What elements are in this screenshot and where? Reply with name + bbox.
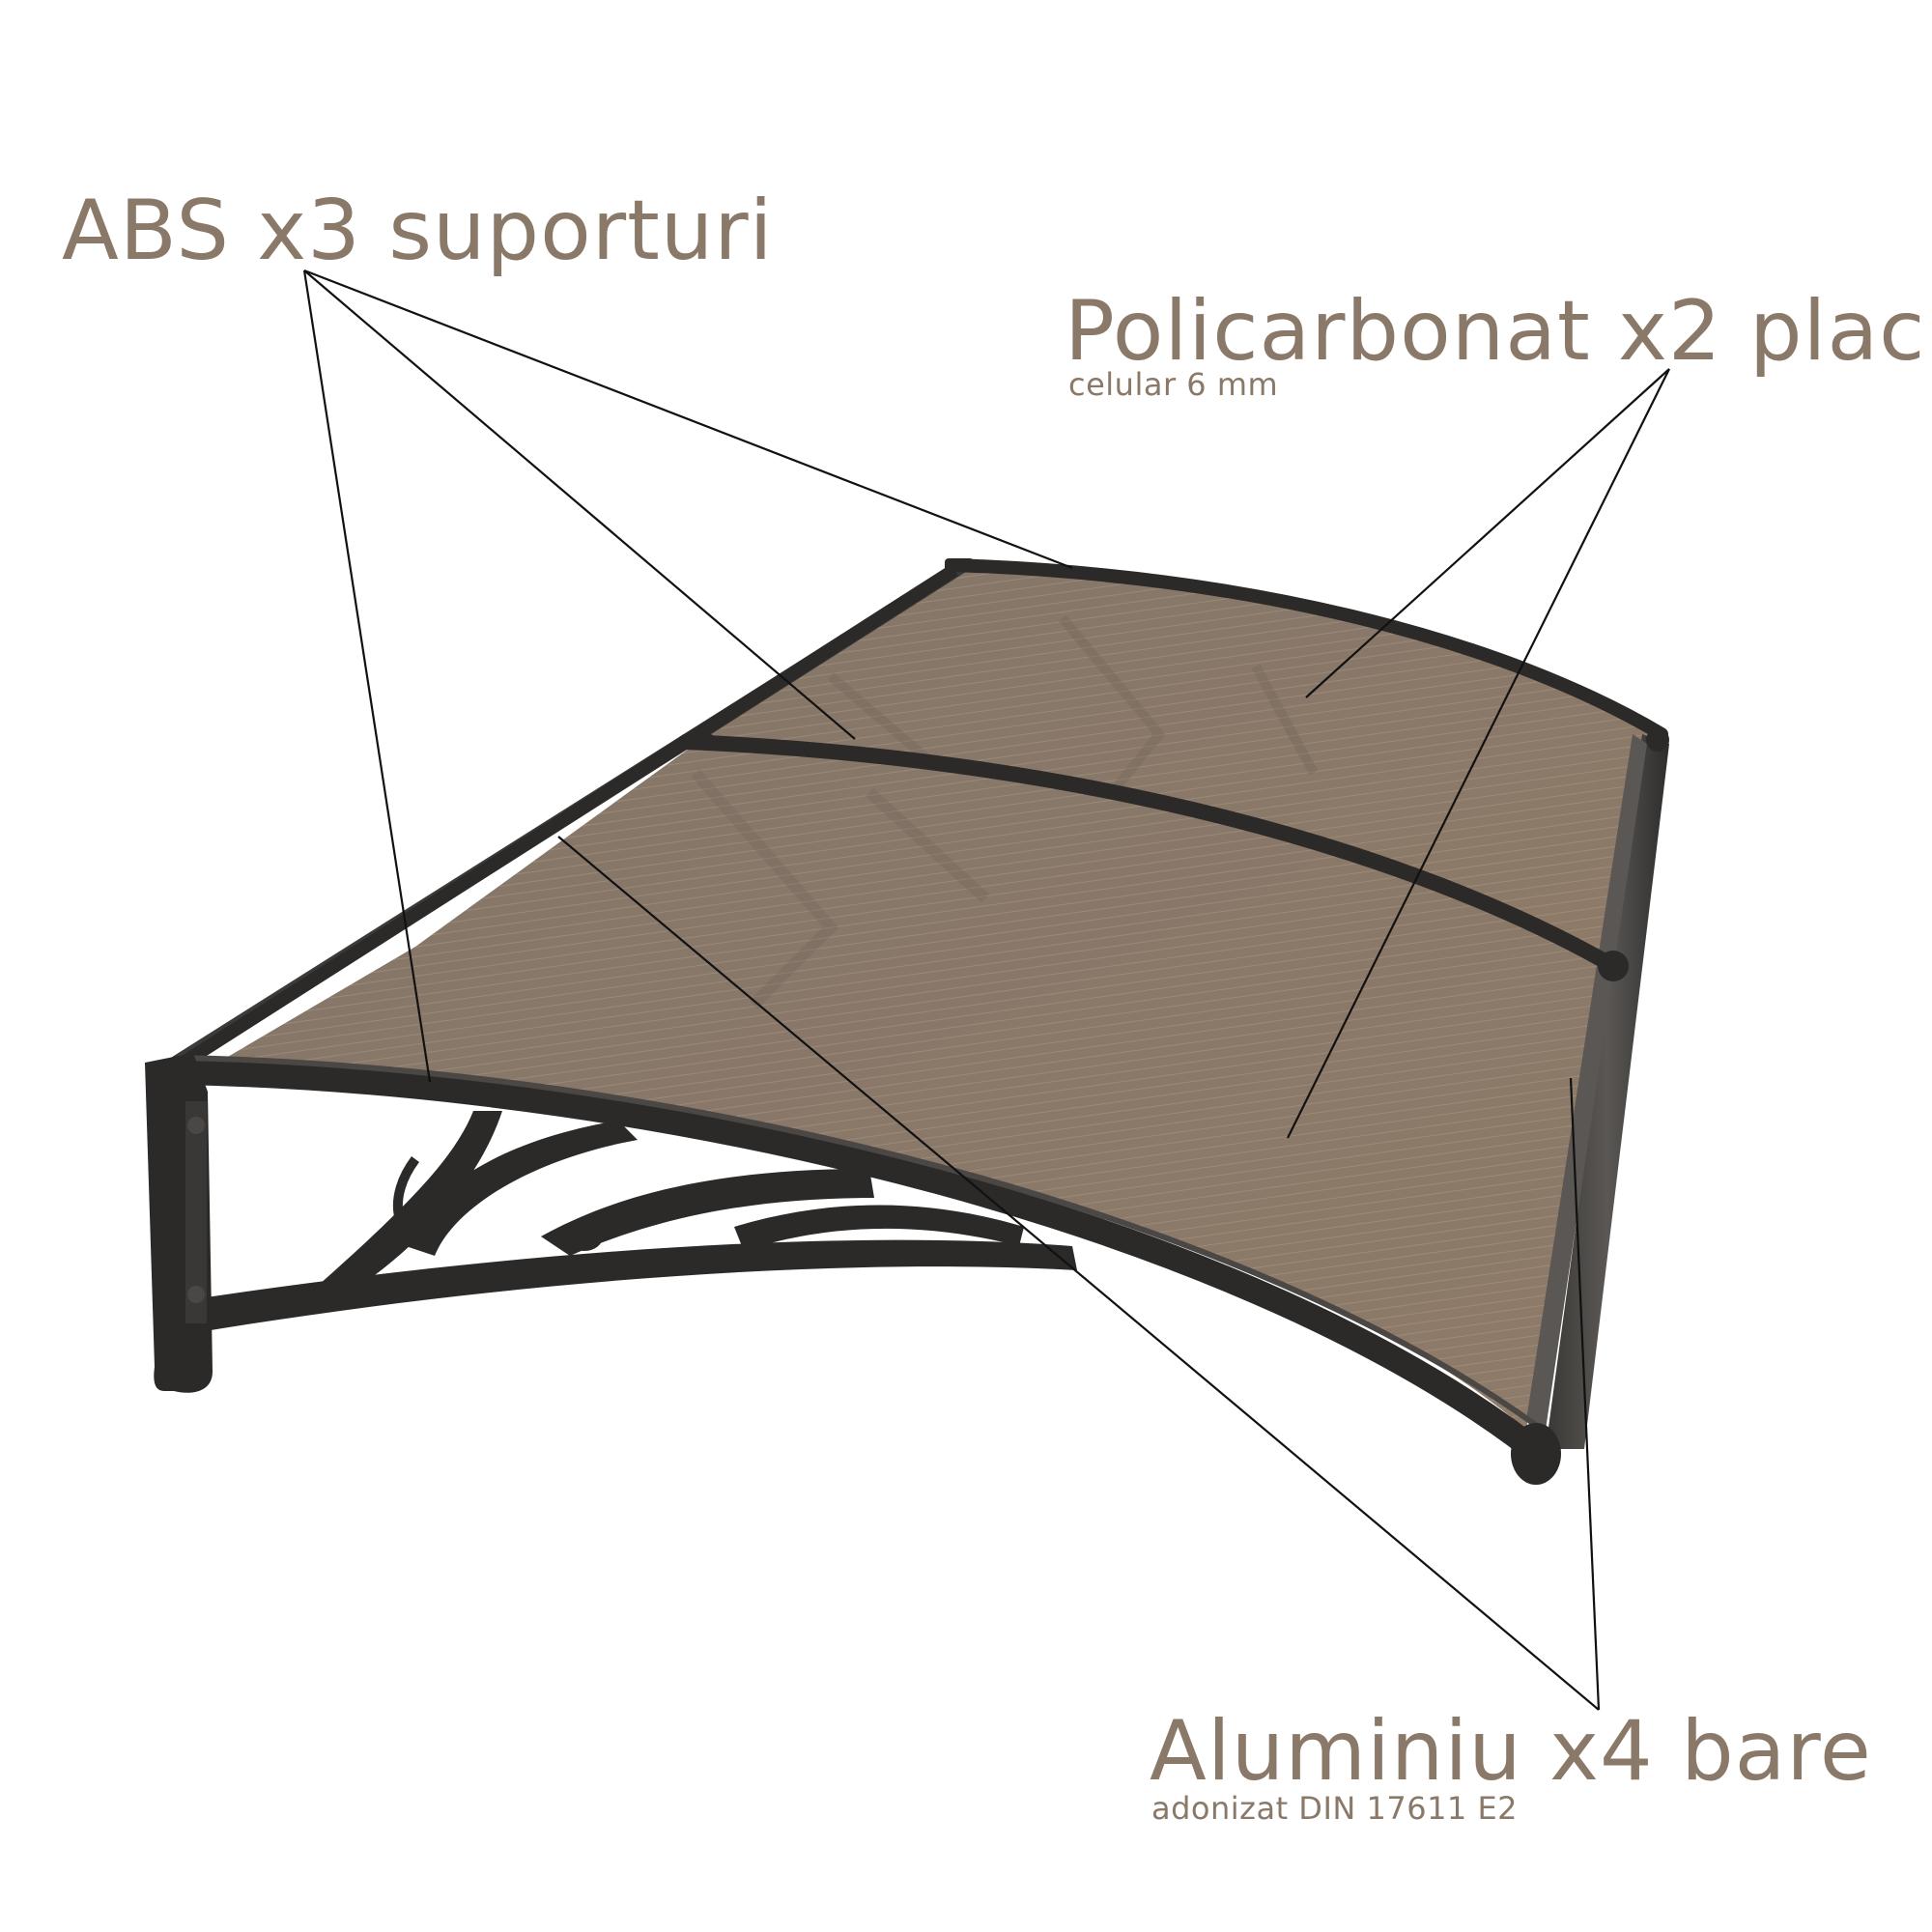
label-policarbonat-title: Policarbonat x2 placi bbox=[1065, 283, 1932, 380]
label-abs-title: ABS x3 suporturi bbox=[62, 183, 774, 279]
aluminium-bar-front bbox=[1546, 734, 1669, 1449]
abs-support-middle bbox=[678, 734, 1621, 974]
abs-support-front bbox=[166, 1060, 1558, 1471]
leader-lines bbox=[302, 269, 1670, 1711]
label-aluminiu-subtitle: adonizat DIN 17611 E2 bbox=[1151, 1790, 1519, 1827]
label-policarbonat-subtitle: celular 6 mm bbox=[1068, 366, 1279, 403]
label-aluminiu-title: Aluminiu x4 bare bbox=[1150, 1703, 1872, 1800]
end-cap bbox=[1511, 1423, 1561, 1485]
abs-support-back bbox=[945, 558, 1668, 741]
abs-bracket bbox=[193, 1239, 1077, 1333]
